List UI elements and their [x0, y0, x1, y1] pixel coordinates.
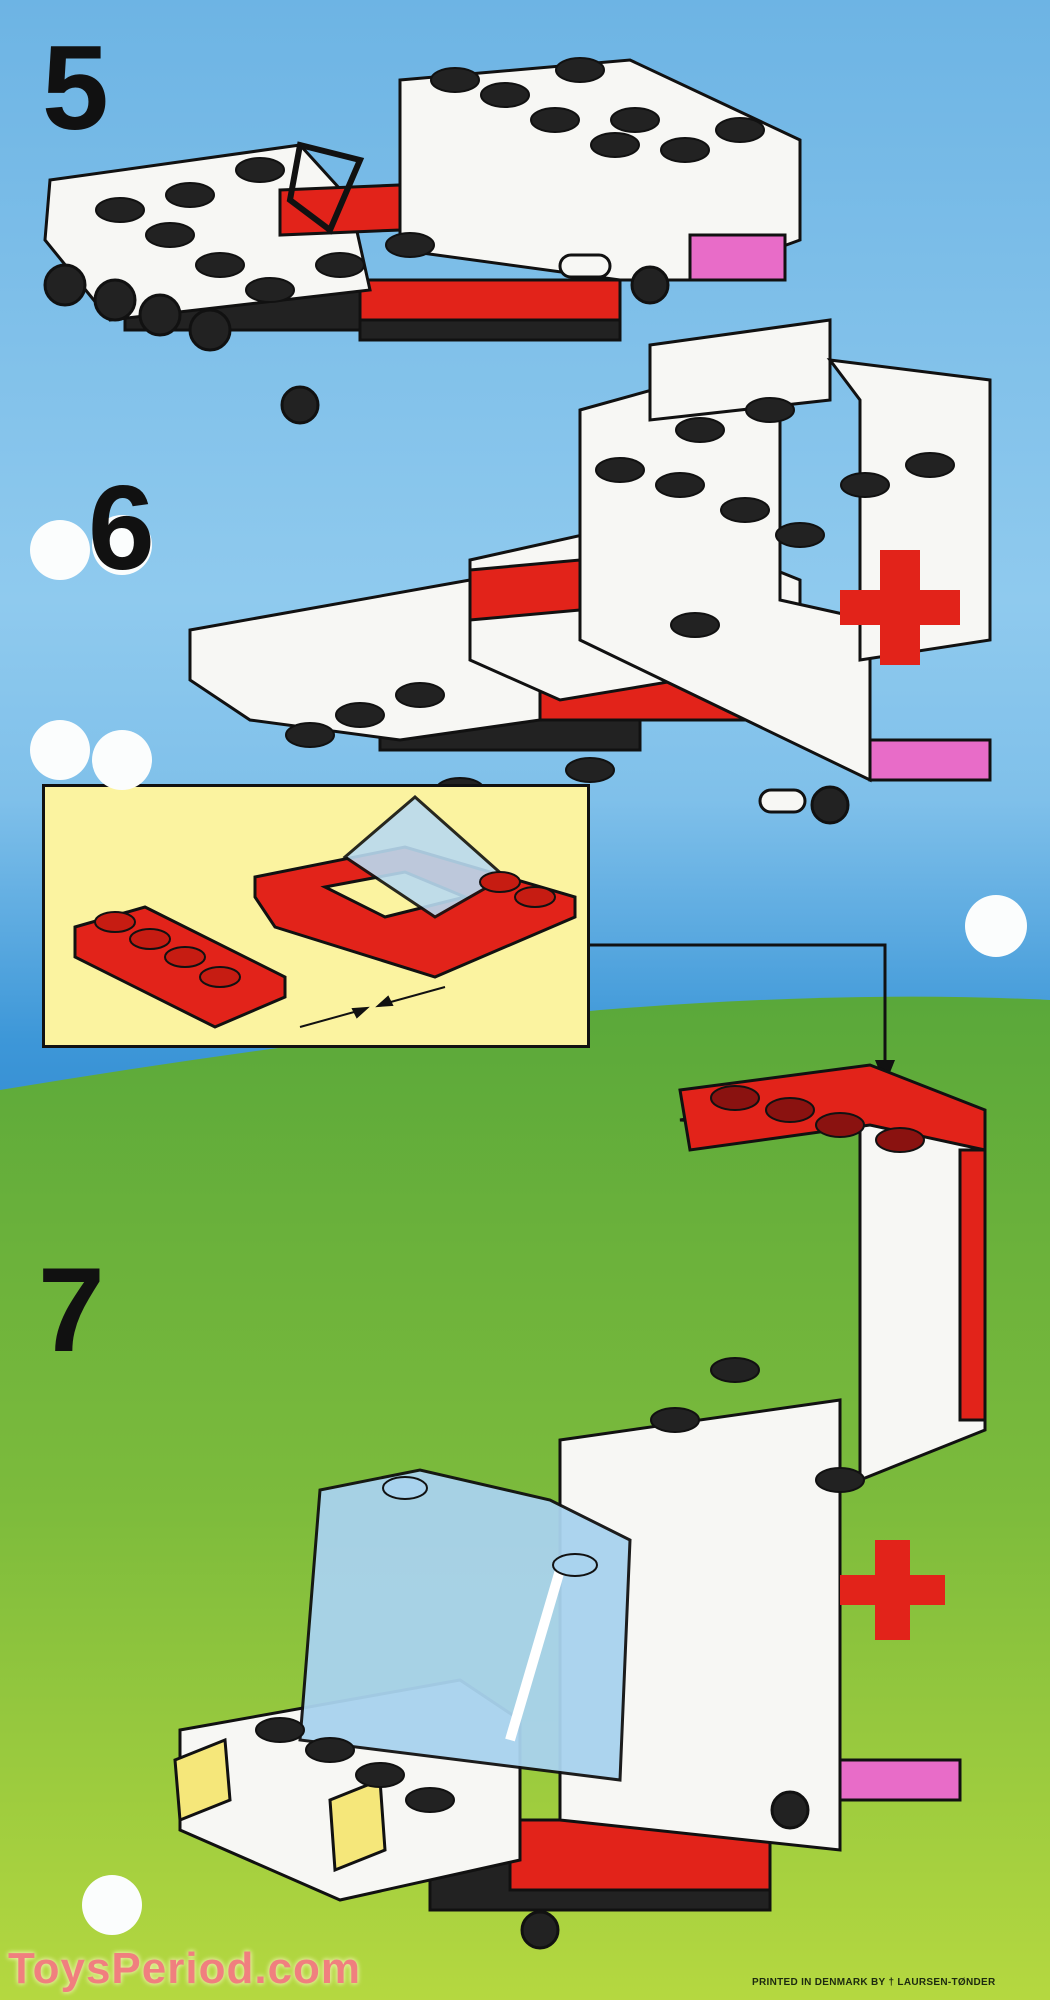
punch-hole — [82, 1875, 142, 1935]
sub-assembly-inset — [42, 784, 590, 1048]
watermark: ToysPeriod.com — [8, 1944, 362, 1993]
punch-hole — [92, 730, 152, 790]
printed-text: PRINTED IN DENMARK BY — [752, 1977, 886, 1988]
step-number-6: 6 — [88, 461, 155, 595]
step-number-7: 7 — [38, 1243, 105, 1377]
punch-hole — [30, 520, 90, 580]
punch-hole — [30, 720, 90, 780]
step-number-5: 5 — [42, 21, 109, 155]
printer-credit: PRINTED IN DENMARK BY † LAURSEN-TØNDER — [752, 1977, 996, 1988]
inset-parts-drawing — [73, 795, 577, 1029]
printer-name: LAURSEN-TØNDER — [897, 1977, 996, 1988]
punch-hole — [965, 895, 1027, 957]
printer-logo-icon: † — [888, 1977, 895, 1988]
punch-hole — [92, 515, 152, 575]
